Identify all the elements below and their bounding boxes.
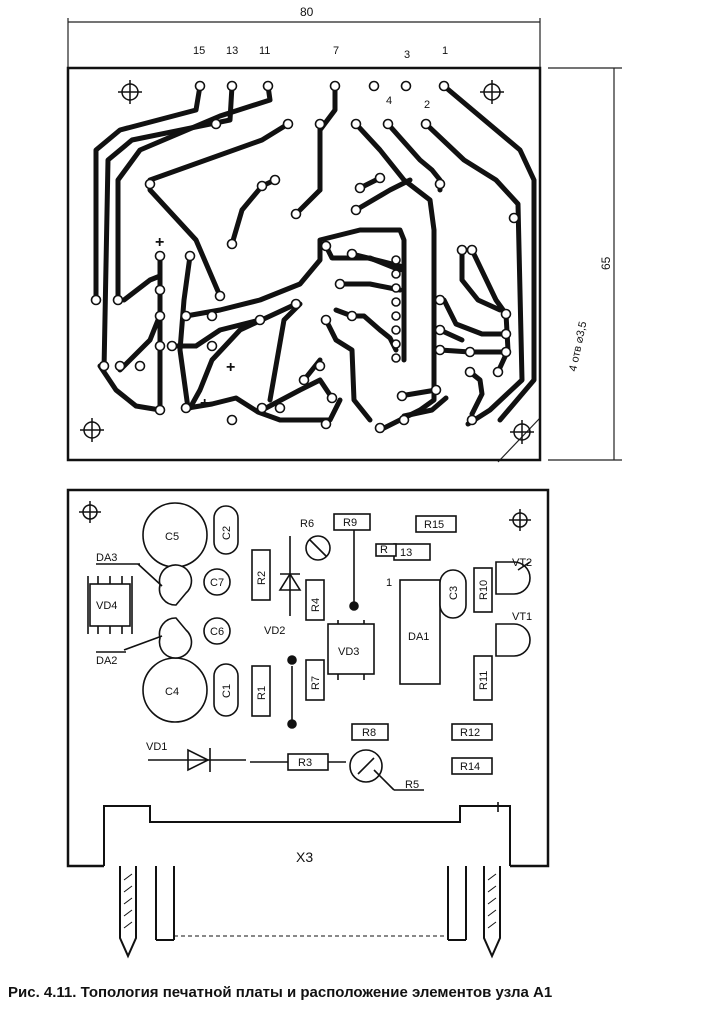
resistor-r11 <box>473 655 493 701</box>
polarity-plus: + <box>155 234 164 251</box>
label-r8: R8 <box>362 727 376 739</box>
resistor-r8 <box>351 723 389 741</box>
label-x3: X3 <box>296 849 313 865</box>
capacitor-c7 <box>203 568 231 596</box>
label-r9: R9 <box>343 517 357 529</box>
regulator-da3 <box>158 564 193 606</box>
label-c2: C2 <box>221 526 233 540</box>
figure-caption: Рис. 4.11. Топология печатной платы и ра… <box>8 984 553 1001</box>
label-r14: R14 <box>460 761 480 773</box>
pin-label-4: 4 <box>386 95 392 107</box>
capacitor-c2 <box>213 505 239 555</box>
mounting-holes <box>80 80 534 444</box>
label-c3: C3 <box>448 586 460 600</box>
resistor-r7 <box>305 659 325 701</box>
hole-note: 4 отв ⌀3,5 <box>567 320 589 372</box>
label-r10: R10 <box>478 580 490 600</box>
label-r13: 13 <box>400 547 412 559</box>
regulator-da2 <box>158 617 193 659</box>
label-r3: R3 <box>298 757 312 769</box>
label-r4: R4 <box>310 598 322 612</box>
pin-label-3: 3 <box>404 49 410 61</box>
label-c4: C4 <box>165 686 179 698</box>
pin-label-13: 13 <box>226 45 238 57</box>
pcb-figure: 80 65 4 отв ⌀3,5 <box>66 5 622 959</box>
capacitor-c3 <box>439 569 467 619</box>
resistor-r10 <box>473 567 493 613</box>
label-da1-pin1: 1 <box>386 577 392 589</box>
pin-label-1: 1 <box>442 45 448 57</box>
label-r12: R12 <box>460 727 480 739</box>
height-dimension: 65 <box>599 256 613 270</box>
pin-label-2: 2 <box>424 99 430 111</box>
label-c7: C7 <box>210 577 224 589</box>
solder-pads <box>90 80 520 434</box>
transistor-vt2 <box>495 561 531 595</box>
pcb-top-outline <box>66 66 542 462</box>
label-vd1: VD1 <box>146 741 167 753</box>
capacitor-c1 <box>213 663 239 717</box>
label-r15: R15 <box>424 519 444 531</box>
label-r1: R1 <box>256 686 268 700</box>
pin-label-7: 7 <box>333 45 339 57</box>
capacitor-c6 <box>203 617 231 645</box>
mounting-holes <box>79 501 531 531</box>
label-vt1: VT1 <box>512 611 532 623</box>
resistor-r2 <box>251 549 271 601</box>
label-da3: DA3 <box>96 552 117 564</box>
zener-vd2 <box>278 572 302 591</box>
polarity-plus: + <box>226 359 235 376</box>
width-dimension: 80 <box>300 5 314 19</box>
label-vd2: VD2 <box>264 625 285 637</box>
polarity-plus: + <box>200 395 209 412</box>
label-r6: R6 <box>300 518 314 530</box>
label-vd4: VD4 <box>96 600 117 612</box>
resistor-r12 <box>451 723 493 741</box>
label-vt2: VT2 <box>512 557 532 569</box>
optocoupler-vd3 <box>327 623 375 675</box>
resistor-r15 <box>415 515 457 533</box>
label-c1: C1 <box>221 684 233 698</box>
label-r11: R11 <box>478 671 490 690</box>
resistor-r14 <box>451 757 493 775</box>
label-r13-prefix: R <box>380 544 388 556</box>
label-c5: C5 <box>165 531 179 543</box>
label-da2: DA2 <box>96 655 117 667</box>
transistor-vt1 <box>495 623 531 657</box>
resistor-r4 <box>305 579 325 621</box>
resistor-r-label-box <box>375 543 397 557</box>
pcb-bottom-outline <box>66 488 550 868</box>
label-c6: C6 <box>210 626 224 638</box>
resistor-r9 <box>333 513 371 531</box>
diode-vd1 <box>187 748 210 772</box>
chip-da1 <box>399 579 441 685</box>
pin-label-15: 15 <box>193 45 205 57</box>
label-da1: DA1 <box>408 631 429 643</box>
connector-x3 <box>103 805 511 959</box>
label-r2: R2 <box>256 571 268 585</box>
pin-label-11: 11 <box>259 45 270 57</box>
label-vd3: VD3 <box>338 646 359 658</box>
label-r5: R5 <box>405 779 419 791</box>
label-r7: R7 <box>310 676 322 690</box>
resistor-r1 <box>251 665 271 717</box>
